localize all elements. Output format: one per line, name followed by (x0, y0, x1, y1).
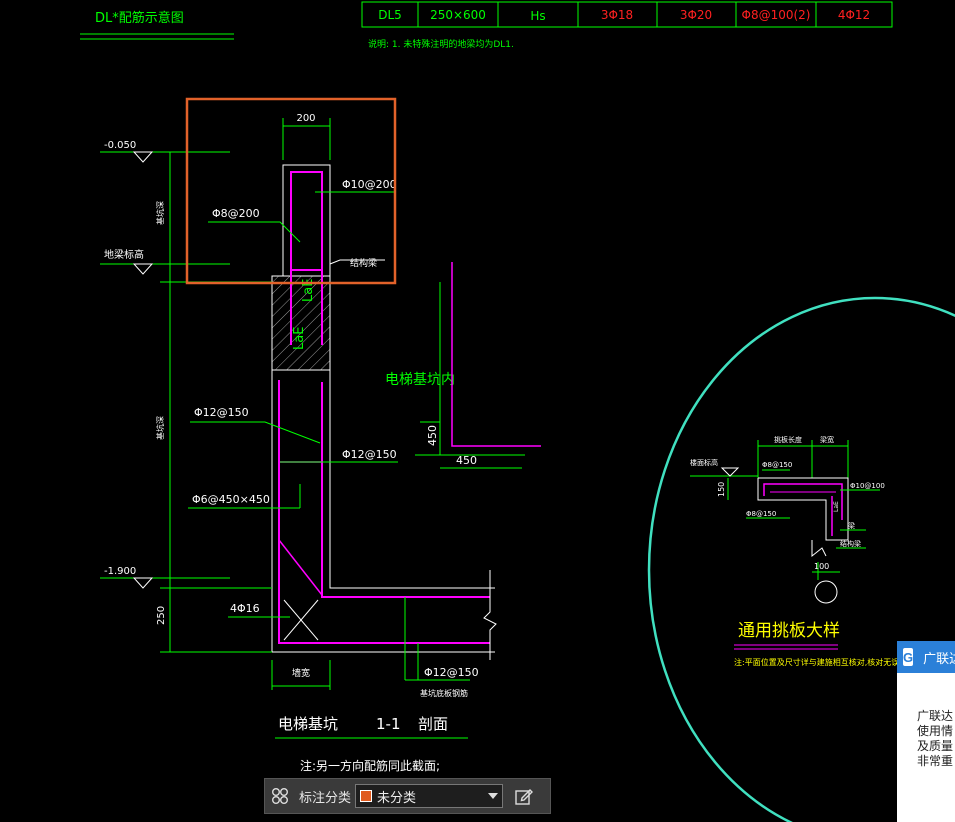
panel-body: 广联达 使用情 及质量 非常重 (897, 673, 955, 769)
detail-beam: 梁 (848, 521, 855, 530)
schedule-cell: 4Φ12 (838, 8, 870, 22)
dim-450-v: 450 (426, 425, 439, 446)
caption-name: 电梯基坑 (278, 715, 338, 733)
schedule-cell: 3Φ20 (680, 8, 712, 22)
drawing-title: DL*配筋示意图 (95, 10, 184, 26)
detail-rebar: Φ10@100 (850, 482, 885, 490)
schedule-cell: Φ8@100(2) (742, 8, 811, 22)
detail-struct: 结构梁 (840, 539, 861, 548)
panel-title: 广联达 (923, 651, 955, 667)
elev-bottom: -1.900 (104, 566, 136, 577)
dim-200: 200 (296, 113, 315, 124)
lae-label: LaE (292, 327, 307, 350)
pit-inside-label: 电梯基坑内 (385, 371, 455, 388)
detail-dim-150: 150 (717, 482, 726, 497)
panel-line: 及质量 (917, 739, 954, 753)
category-color-swatch (360, 790, 373, 802)
rebar-label: Φ12@150 (194, 406, 249, 419)
rebar-label: Φ12@150 (342, 448, 397, 461)
annotation-category-select[interactable]: 未分类 (355, 784, 504, 808)
category-selected-value: 未分类 (377, 790, 417, 806)
detail-rebar: Φ8@150 (746, 510, 776, 518)
wall-width-label: 墙宽 (292, 667, 310, 679)
rebar-label: Φ6@450×450 (192, 493, 270, 506)
edit-icon[interactable] (509, 781, 539, 811)
annotation-box[interactable] (185, 97, 397, 285)
detail-note: 注:平面位置及尺寸详与建施相互核对,核对无误后方可施工 (734, 657, 939, 667)
annotation-toolbar: 标注分类 未分类 (264, 778, 551, 814)
struct-beam-label: 结构梁 (350, 257, 377, 269)
panel-header: G 广联达 (897, 641, 955, 673)
glodon-logo-icon: G (903, 648, 914, 666)
schedule-cell: DL5 (378, 8, 402, 22)
schedule-cell: 250×600 (430, 8, 486, 22)
detail-callout-ellipse (647, 296, 955, 822)
elev-top: -0.050 (104, 140, 136, 151)
detail-dim-100: 100 (814, 562, 829, 571)
depth-label: 基坑深 (155, 416, 165, 440)
grid-icon[interactable] (265, 781, 295, 811)
rebar-label: Φ8@200 (212, 207, 260, 220)
panel-line: 非常重 (917, 754, 954, 768)
depth-label: 基坑深 (155, 201, 165, 225)
detail-lae: LaE (833, 501, 840, 512)
dim-250: 250 (156, 606, 167, 625)
detail-elev: 楼面标高 (690, 458, 718, 467)
elev-beam: 地梁标高 (104, 248, 144, 261)
caption-note: 注:另一方向配筋同此截面; (300, 758, 440, 773)
notification-panel: G 广联达 广联达 使用情 及质量 非常重 (897, 641, 955, 822)
schedule-note: 说明: 1. 未特殊注明的地梁均为DL1. (368, 38, 514, 50)
panel-line: 广联达 (917, 709, 954, 723)
bottom-rebar-label: 基坑底板钢筋 (420, 688, 468, 698)
panel-line: 使用情 (917, 724, 954, 738)
caption-section: 1-1 (376, 715, 401, 733)
schedule-table (361, 1, 893, 28)
caption-cut: 剖面 (418, 715, 448, 733)
rebar-label: Φ10@200 (342, 178, 397, 191)
schedule-cell: Hs (530, 9, 545, 23)
lae-label: LaE (301, 279, 316, 302)
detail-title: 通用挑板大样 (738, 621, 840, 641)
detail-dim: 挑板长度 (774, 435, 802, 444)
annotation-category-label: 标注分类 (299, 790, 352, 806)
dim-450-h: 450 (456, 454, 477, 467)
rebar-label: Φ12@150 (424, 666, 479, 679)
chevron-down-icon (488, 793, 499, 799)
detail-dim: 梁宽 (820, 435, 834, 444)
rebar-label: 4Φ16 (230, 602, 260, 615)
detail-rebar: Φ8@150 (762, 461, 792, 469)
schedule-cell: 3Φ18 (601, 8, 633, 22)
